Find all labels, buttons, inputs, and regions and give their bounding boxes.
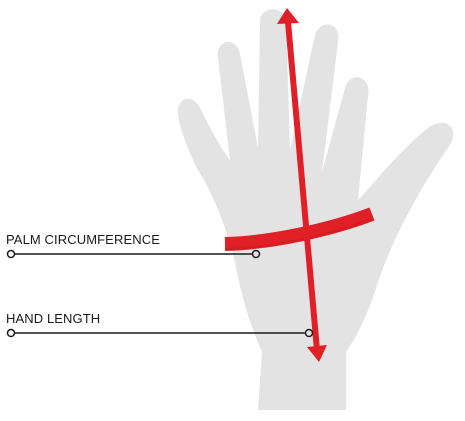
palm-leader-line — [8, 251, 260, 258]
palm-circumference-label: PALM CIRCUMFERENCE — [6, 232, 160, 247]
hand-length-label: HAND LENGTH — [6, 311, 100, 326]
